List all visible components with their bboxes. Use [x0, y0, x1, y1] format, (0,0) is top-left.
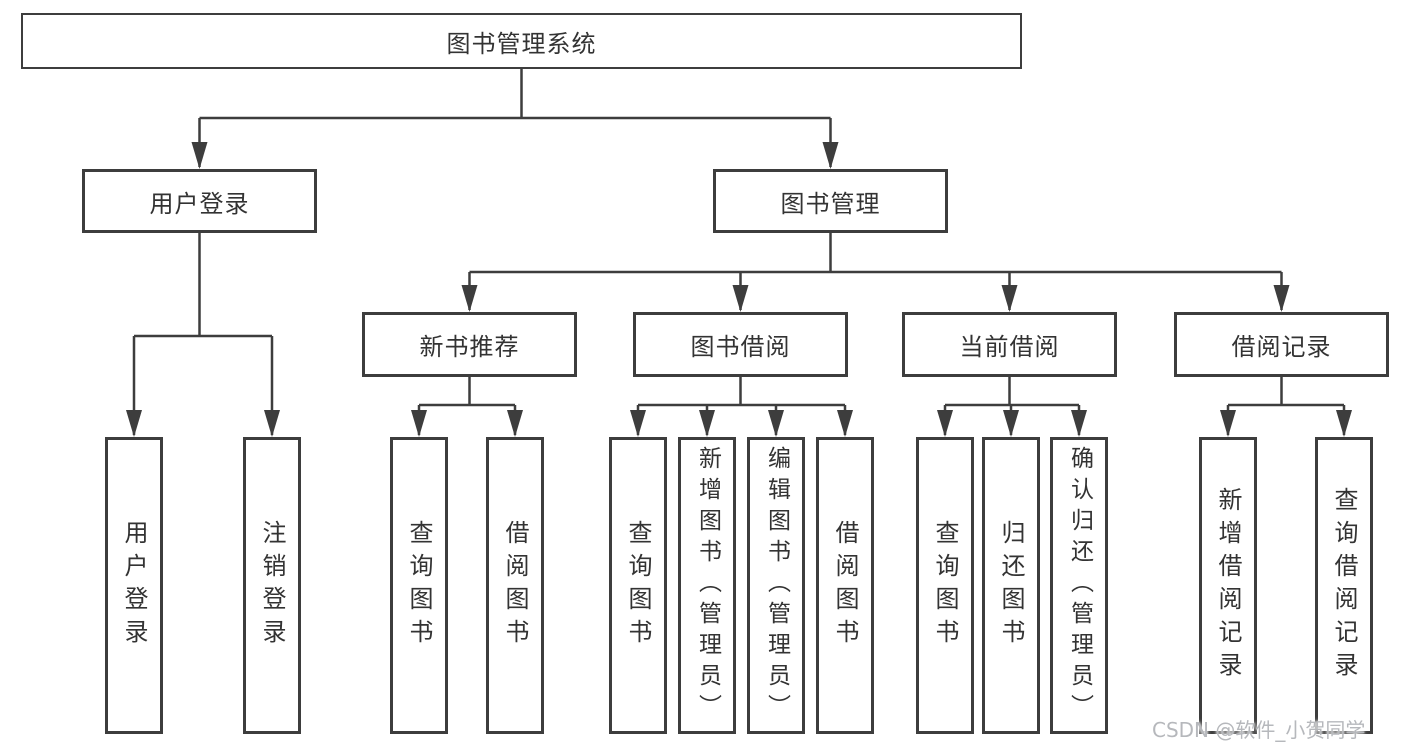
watermark: CSDN @软件_小贺同学: [1152, 718, 1366, 742]
node-label: 查询图书: [405, 519, 433, 652]
node-query-books-current: 查询图书: [916, 437, 974, 734]
node-label: 注销登录: [258, 519, 286, 652]
node-label: 图书管理: [780, 189, 881, 218]
node-borrow-books-leaf: 借阅图书: [816, 437, 874, 734]
node-book-management: 图书管理: [713, 169, 948, 233]
node-add-borrow-record: 新增借阅记录: [1199, 437, 1257, 734]
node-label: 归还图书: [997, 519, 1025, 652]
node-label: 查询借阅记录: [1330, 486, 1358, 685]
node-label: 编辑图书（管理员）: [763, 446, 790, 725]
node-library-management-system: 图书管理系统: [21, 13, 1022, 69]
node-query-borrow-record: 查询借阅记录: [1315, 437, 1373, 734]
node-label: 借阅记录: [1231, 333, 1332, 361]
node-label: 借阅图书: [501, 519, 529, 652]
node-label: 查询图书: [931, 519, 959, 652]
node-new-book-recommendation: 新书推荐: [362, 312, 577, 377]
node-borrow-books-recommend: 借阅图书: [486, 437, 544, 734]
node-query-books-recommend: 查询图书: [390, 437, 448, 734]
node-user-login-leaf: 用户登录: [105, 437, 163, 734]
node-label: 用户登录: [149, 189, 250, 218]
node-borrowing-records: 借阅记录: [1174, 312, 1389, 377]
node-label: 新书推荐: [419, 333, 520, 361]
node-label: 图书借阅: [690, 333, 791, 361]
node-label: 用户登录: [120, 519, 148, 652]
node-label: 查询图书: [624, 519, 652, 652]
node-query-books-borrowing: 查询图书: [609, 437, 667, 734]
node-logout-leaf: 注销登录: [243, 437, 301, 734]
node-label: 确认归还（管理员）: [1066, 446, 1093, 725]
node-user-login: 用户登录: [82, 169, 317, 233]
node-label: 新增图书（管理员）: [694, 446, 721, 725]
node-confirm-return-admin: 确认归还（管理员）: [1050, 437, 1108, 734]
node-edit-books-admin: 编辑图书（管理员）: [747, 437, 805, 734]
node-current-borrowing: 当前借阅: [902, 312, 1117, 377]
node-return-books: 归还图书: [982, 437, 1040, 734]
node-book-borrowing: 图书借阅: [633, 312, 848, 377]
node-label: 当前借阅: [959, 333, 1060, 361]
node-label: 借阅图书: [831, 519, 859, 652]
node-add-books-admin: 新增图书（管理员）: [678, 437, 736, 734]
node-label: 图书管理系统: [446, 29, 597, 58]
arrowhead-icons: [126, 142, 1352, 437]
node-label: 新增借阅记录: [1214, 486, 1242, 685]
